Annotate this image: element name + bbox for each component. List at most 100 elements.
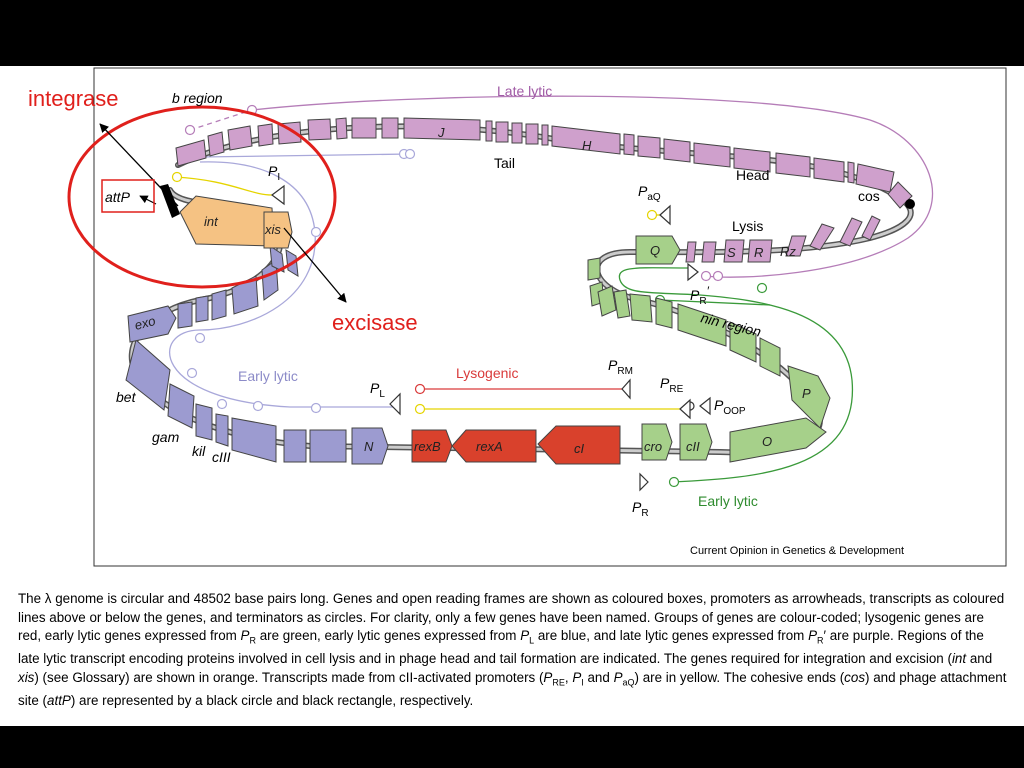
gene-rexB-label: rexB	[414, 439, 441, 454]
early-lytic-right-label: Early lytic	[698, 493, 758, 509]
gene-S	[723, 239, 745, 263]
early-lytic-right-genes	[587, 235, 831, 463]
gene-O	[729, 417, 827, 463]
gene-cII-label: cII	[686, 439, 700, 454]
gene-N	[351, 427, 389, 465]
late-lytic-label: Late lytic	[497, 83, 552, 99]
caption-run: and	[966, 651, 993, 667]
caption-run: ) and phage attachment site (	[18, 670, 1007, 709]
promoter-PR-label: PR	[632, 499, 649, 519]
integrase-excisase-highlight	[67, 105, 337, 289]
late-lytic-transcript	[251, 95, 934, 278]
gene-Q	[635, 235, 681, 265]
caption-run: P	[240, 628, 250, 644]
caption-run: are green, early lytic genes expressed f…	[255, 628, 521, 644]
gene-O-label: O	[762, 434, 772, 449]
cos-label: cos	[858, 188, 880, 204]
promoter-PaQ	[659, 204, 671, 226]
early-lytic-left-transcript	[169, 161, 393, 408]
gene-bet	[125, 339, 171, 411]
b-region-label: b region	[172, 90, 223, 106]
caption-run: are purple. Regions of the late lytic tr…	[18, 628, 984, 667]
caption-run: RE	[552, 677, 565, 688]
caption-run: are blue, and late lytic genes expressed…	[534, 628, 809, 644]
caption-run: int	[951, 651, 967, 667]
bet-label: bet	[116, 389, 137, 405]
transcript-lines	[169, 95, 934, 483]
gene-cI	[537, 425, 621, 465]
gene-b-region-1	[175, 139, 207, 167]
promoter-PI	[271, 184, 285, 206]
gene-S-label: S	[727, 245, 736, 260]
gene-J	[403, 117, 481, 141]
late-lytic-dashed	[189, 109, 253, 131]
gene-H-label: H	[582, 138, 592, 153]
gene-cII	[679, 423, 713, 461]
gene-R	[747, 239, 773, 263]
pi-transcript	[174, 176, 273, 196]
gene-J-label: J	[437, 125, 445, 140]
excisase-arrow	[283, 227, 347, 303]
cIII-label: cIII	[212, 449, 231, 465]
gene-R-label: R	[754, 245, 763, 260]
integrase-label: integrase	[28, 86, 119, 111]
figure-credit: Current Opinion in Genetics & Developmen…	[690, 545, 904, 557]
lysis-label: Lysis	[732, 218, 763, 234]
caption-run: attP	[47, 693, 71, 709]
caption-run: ) are in yellow. The cohesive ends (	[634, 670, 845, 686]
gene-N-label: N	[364, 439, 374, 454]
gene-cro-label: cro	[644, 439, 662, 454]
caption-run: P	[613, 670, 623, 686]
caption-run: xis	[18, 670, 35, 686]
caption-run: ) (see Glossary) are shown in orange. Tr…	[34, 670, 544, 686]
integrase-arrow	[99, 123, 179, 207]
caption-run: ′	[823, 628, 827, 644]
attP-box	[101, 179, 155, 213]
gene-exo	[127, 305, 177, 343]
caption-run: and	[583, 670, 614, 686]
figure-frame	[93, 67, 1007, 567]
gene-exo-label: exo	[133, 313, 157, 333]
gene-P-label: P	[802, 386, 811, 401]
figure-caption: The λ genome is circular and 48502 base …	[18, 590, 1008, 711]
promoter-PRM	[621, 378, 631, 400]
gene-Q-label: Q	[650, 243, 660, 258]
caption-run: L	[529, 635, 535, 646]
integration-genes	[179, 195, 293, 249]
gene-gam	[167, 383, 195, 429]
promoter-PR	[639, 472, 649, 492]
cos-circle	[905, 199, 915, 209]
promoters	[271, 184, 711, 492]
promoter-PRE	[679, 398, 691, 420]
promoter-PI-label: PI	[268, 163, 280, 183]
gene-H	[551, 125, 621, 155]
head-label: Head	[736, 167, 769, 183]
gene-tail-box	[351, 117, 377, 139]
gene-xis	[263, 211, 293, 249]
gene-rexB	[411, 429, 453, 463]
late-lytic-genes	[175, 117, 913, 263]
gene-rexA	[451, 429, 537, 463]
caption-run: R	[817, 635, 824, 646]
gam-label: gam	[152, 429, 180, 445]
caption-run: aQ	[622, 677, 635, 688]
caption-run: P	[572, 670, 582, 686]
gene-P	[787, 365, 831, 429]
caption-run: I	[581, 677, 584, 688]
promoter-PL	[389, 392, 401, 416]
early-lytic-left-label: Early lytic	[238, 368, 298, 384]
figure-caption-text: The λ genome is circular and 48502 base …	[18, 590, 1008, 711]
caption-run: The λ genome is circular and 48502 base …	[18, 591, 1005, 644]
caption-run: P	[543, 670, 553, 686]
promoter-PRE-label: PRE	[660, 375, 684, 395]
lysogenic-genes	[411, 425, 621, 465]
promoter-PR-prime-label: PR′	[690, 284, 710, 307]
gene-kil	[195, 403, 213, 441]
gene-Rz	[785, 235, 807, 257]
gene-xis-label: xis	[264, 222, 281, 237]
lysogenic-label: Lysogenic	[456, 365, 519, 381]
early-lytic-right-transcript	[618, 267, 853, 483]
gene-int-label: int	[204, 214, 219, 229]
promoter-PR-prime	[687, 262, 699, 282]
gene-Rz-label: Rz	[780, 244, 796, 259]
